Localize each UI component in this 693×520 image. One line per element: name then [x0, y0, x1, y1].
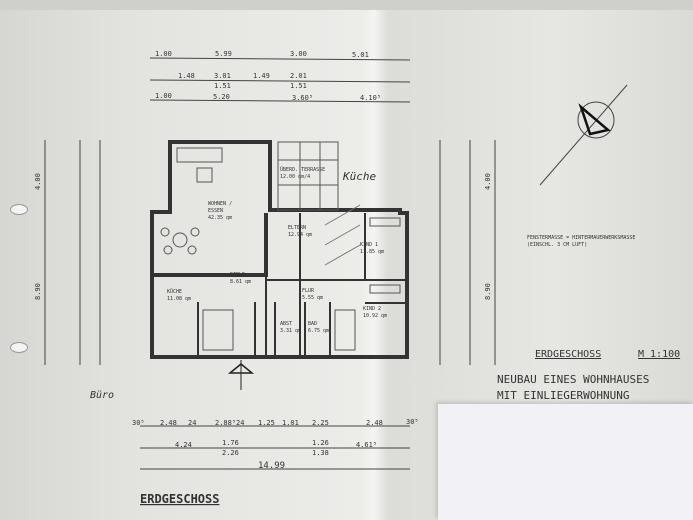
dimension: 1.00	[155, 92, 172, 100]
room-area: 8.61 qm	[230, 279, 251, 285]
room-area: 11.08 qm	[167, 296, 191, 302]
dimension: 24	[188, 419, 196, 427]
dimension: 5.99	[215, 50, 232, 58]
handwritten-note: Büro	[90, 390, 114, 401]
dimension: 2.88⁵	[215, 419, 236, 427]
walls	[150, 140, 409, 359]
dimension: 1.76	[222, 439, 239, 447]
white-card-overlay	[438, 404, 693, 520]
dimension: 2.26	[222, 449, 239, 457]
dimension: 1.51	[214, 82, 231, 90]
room-area: 10.92 qm	[363, 313, 387, 319]
room-area: 11.85 qm	[360, 249, 384, 255]
room-area: 12.00 qm/4	[280, 174, 310, 180]
dimension: 1.48	[178, 72, 195, 80]
dimension: 8.90	[34, 283, 42, 300]
drawing-subtitle: ERDGESCHOSS	[535, 349, 601, 360]
note: (EINSCHL. 3 CM LUFT)	[527, 242, 587, 248]
dimension: 1.01	[282, 419, 299, 427]
dimension: 2.48	[366, 419, 383, 427]
room-label: ABST	[280, 321, 292, 327]
dimension: 1.49	[253, 72, 270, 80]
room-label: WOHNEN /	[208, 201, 232, 207]
dimension: 4.61⁵	[356, 441, 377, 449]
project-title: NEUBAU EINES WOHNHAUSES	[497, 373, 649, 386]
dimension: 1.00	[155, 50, 172, 58]
room-label: KIND 1	[360, 242, 378, 248]
dimension: 2.48	[160, 419, 177, 427]
drawing-title: ERDGESCHOSS	[140, 492, 219, 506]
dimension: 2.01	[290, 72, 307, 80]
room-label: KÜCHE	[167, 288, 182, 295]
room-area: 3.31 qm	[280, 328, 301, 334]
room-label: ÜBERD. TERRASSE	[280, 166, 325, 173]
room-area: 12.94 qm	[288, 232, 312, 238]
room-area: 5.55 qm	[302, 295, 323, 301]
dimension: 5.20	[213, 93, 230, 101]
dimension: 30⁵	[132, 419, 145, 427]
dimension: 30⁵	[406, 418, 419, 426]
punch-hole	[10, 204, 28, 215]
dimension: 8.90	[484, 283, 492, 300]
dimension: 3.01	[214, 72, 231, 80]
room-label: FLUR	[302, 288, 315, 294]
dimension: 4.24	[175, 441, 192, 449]
room-label: DIELE	[230, 272, 245, 278]
dimension: 4.10⁵	[360, 94, 381, 102]
note: FENSTERMASSE = HINTERMAUERWERKSMASSE	[527, 235, 635, 241]
room-label: ESSEN	[208, 208, 223, 214]
room-label: ELTERN	[288, 225, 306, 231]
furniture	[160, 141, 401, 351]
dimension: 4.00	[484, 173, 492, 190]
room-label: BAD	[308, 321, 317, 327]
scale: M 1:100	[638, 349, 680, 360]
dimension: 4.00	[34, 173, 42, 190]
dimension: 24	[236, 419, 244, 427]
dimension: 1.51	[290, 82, 307, 90]
dimension: 3.60⁵	[292, 94, 313, 102]
room-area: 6.75 qm	[308, 328, 329, 334]
dimension: 1.25	[258, 419, 275, 427]
handwritten-note: Küche	[342, 170, 376, 183]
room-area: 42.35 qm	[208, 215, 232, 221]
compass-icon	[577, 101, 615, 139]
room-label: KIND 2	[363, 306, 381, 312]
dimension: 1.38	[312, 449, 329, 457]
dimension: 3.00	[290, 50, 307, 58]
dimension: 1.26	[312, 439, 329, 447]
punch-hole	[10, 342, 28, 353]
dimension: 2.25	[312, 419, 329, 427]
north-arrow-icon	[578, 103, 611, 136]
dimension-total: 14.99	[258, 461, 285, 471]
dimension: 5.01	[352, 51, 369, 59]
project-title: MIT EINLIEGERWOHNUNG	[497, 389, 629, 402]
